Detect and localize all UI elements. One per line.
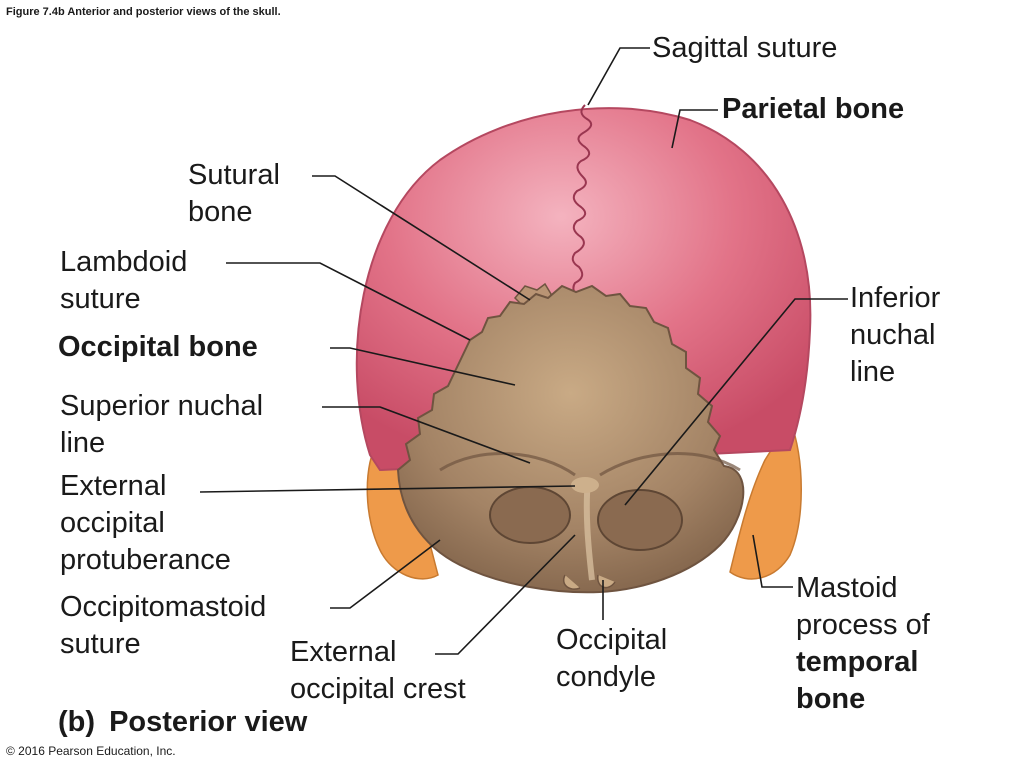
leader-lines <box>199 47 848 655</box>
left-condyle-fossa <box>489 486 571 544</box>
leader-external-occipital-crest <box>435 534 576 655</box>
leader-sutural-bone <box>312 175 531 301</box>
view-letter: (b) <box>58 706 96 738</box>
leader-sagittal-suture <box>587 47 650 106</box>
leader-parietal-bone <box>671 109 718 149</box>
copyright: © 2016 Pearson Education, Inc. <box>6 744 176 758</box>
leader-occipitomastoid-suture <box>330 539 441 609</box>
view-title-text: Posterior view <box>109 706 308 738</box>
view-title: (b) Posterior view <box>58 704 307 741</box>
leader-lambdoid-suture <box>226 262 471 341</box>
label-occipital-bone: Occipital bone <box>58 331 258 363</box>
leader-mastoid-process <box>752 534 793 588</box>
superior-nuchal-ridge-right <box>599 452 741 477</box>
condyle-left <box>563 574 581 590</box>
figure-caption: Figure 7.4b Anterior and posterior views… <box>6 6 281 18</box>
label-sagittal-suture: Sagittal suture <box>652 32 838 64</box>
leader-occipital-bone <box>330 347 516 386</box>
external-occipital-protuberance-bump <box>571 477 599 493</box>
leader-inferior-nuchal-line <box>624 298 848 506</box>
sagittal-suture-line <box>571 104 593 298</box>
superior-nuchal-ridge-left <box>439 452 576 477</box>
leader-superior-nuchal-line <box>322 406 531 464</box>
right-condyle-fossa <box>597 489 683 551</box>
label-parietal-bone: Parietal bone <box>722 93 905 125</box>
leader-external-occipital-protuberance <box>199 485 576 493</box>
